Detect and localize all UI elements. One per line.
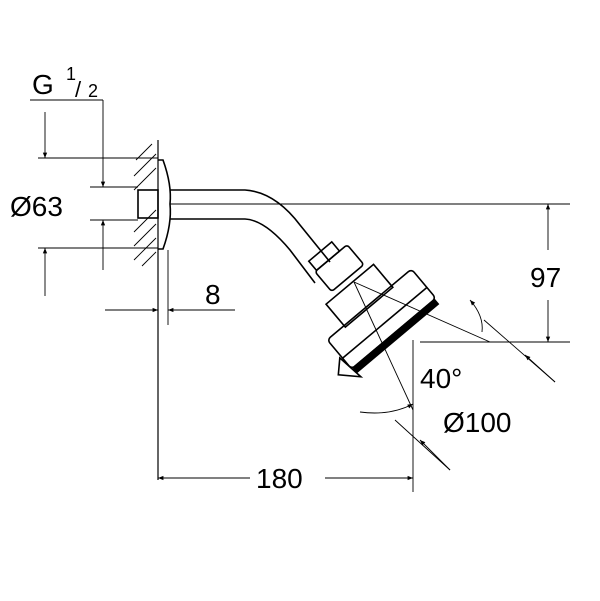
head-diameter-dimension — [394, 319, 556, 471]
head-diameter-label: Ø100 — [443, 407, 512, 438]
flange-dimension — [30, 99, 158, 296]
reference-lines — [167, 203, 570, 492]
angle-label: 40° — [420, 363, 462, 394]
dimension-labels: G 1 / 2 Ø63 8 97 40° Ø100 180 — [10, 64, 561, 494]
shower-head — [324, 263, 440, 378]
projection-label: 180 — [256, 463, 303, 494]
height-label: 97 — [530, 262, 561, 293]
thread-g-label: G — [32, 69, 54, 100]
wall-flange — [137, 159, 172, 250]
shower-arm — [170, 189, 331, 284]
angle-dimension — [359, 299, 483, 414]
flange-diameter-label: Ø63 — [10, 191, 63, 222]
fraction-slash: / — [75, 77, 82, 102]
thread-numerator: 1 — [66, 64, 76, 84]
wall-gap-label: 8 — [205, 279, 221, 310]
nut — [307, 240, 364, 292]
wall-hatching — [133, 143, 157, 267]
thread-denominator: 2 — [88, 81, 98, 101]
